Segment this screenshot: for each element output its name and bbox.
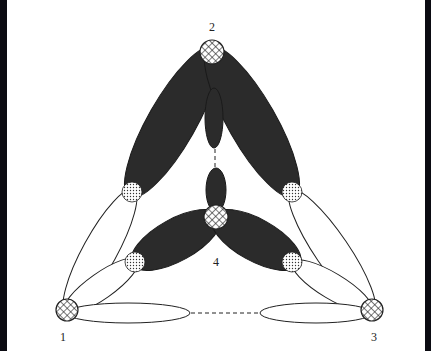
- white-lobe: [66, 303, 190, 323]
- atom-number: 3: [370, 331, 378, 343]
- dotted-circle: [125, 252, 145, 272]
- atoms: [56, 40, 383, 321]
- dark-lobe: [202, 197, 310, 282]
- dark-lobe: [122, 197, 230, 282]
- atom-circle: [56, 299, 78, 321]
- dashed-line: [215, 149, 216, 168]
- atom-number: 2: [208, 21, 216, 33]
- atom-circle: [204, 205, 228, 229]
- atom-number: 4: [212, 256, 220, 268]
- dashed-line: [191, 313, 259, 314]
- atom-circle: [200, 40, 224, 64]
- dotted-circle: [282, 252, 302, 272]
- dark-lobes: [109, 35, 316, 282]
- atom-number: 1: [59, 331, 67, 343]
- dotted-circle: [282, 182, 302, 202]
- dotted-centres: [122, 182, 302, 272]
- dotted-circle: [122, 182, 142, 202]
- atom-circle: [361, 299, 383, 321]
- dark-lobe: [205, 88, 223, 148]
- white-lobe: [260, 303, 372, 323]
- frame-edge: [425, 0, 431, 351]
- frame-edge: [0, 0, 7, 351]
